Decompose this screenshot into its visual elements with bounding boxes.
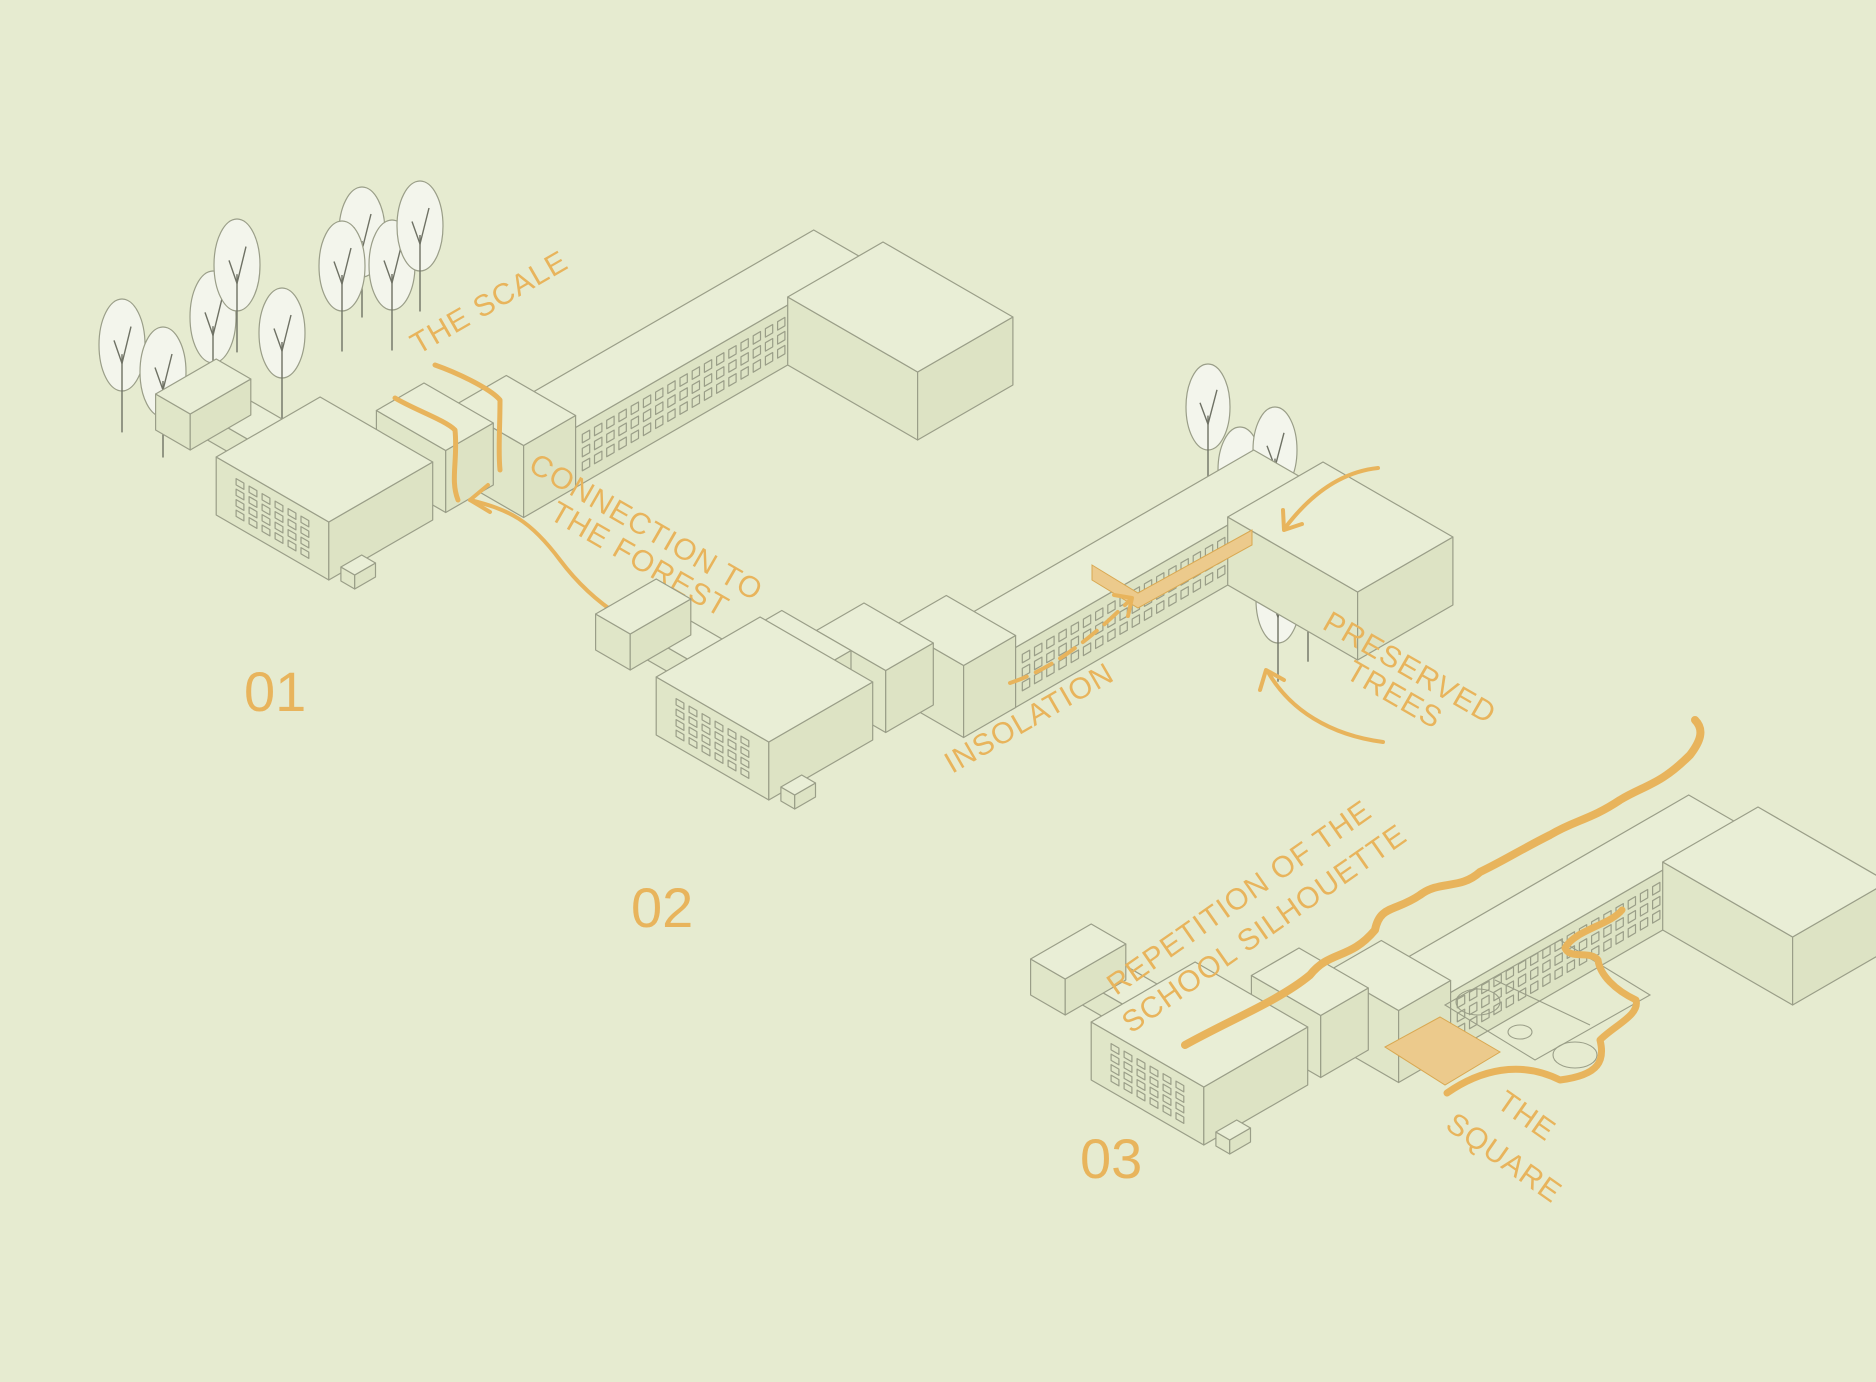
low-wing-end bbox=[155, 358, 252, 451]
step-number-03: 03 bbox=[1080, 1127, 1142, 1190]
insolation-arrow-icon bbox=[1008, 598, 1132, 685]
tree-icon bbox=[318, 220, 366, 352]
silhouette-outline-line bbox=[1181, 716, 1705, 1049]
low-wing-end bbox=[594, 578, 692, 671]
step-number-01: 01 bbox=[244, 660, 306, 723]
scale-marker-line bbox=[432, 362, 503, 473]
window-grid bbox=[235, 478, 310, 560]
low-wing-end bbox=[1029, 923, 1127, 1016]
school-building-01 bbox=[155, 229, 1014, 590]
entrance-canopy bbox=[1215, 1119, 1252, 1155]
insolation-arrowhead-icon bbox=[1112, 593, 1134, 618]
step-number-02: 02 bbox=[631, 876, 693, 939]
forest-trees bbox=[98, 180, 444, 458]
school-building-03 bbox=[1029, 794, 1876, 1155]
entrance-canopy bbox=[340, 554, 377, 590]
window-grid bbox=[1110, 1042, 1185, 1125]
preserved-arrowhead-top-icon bbox=[1281, 508, 1304, 532]
preserved-arrow-bottom-icon bbox=[1266, 670, 1385, 744]
preserved-arrowhead-bottom-icon bbox=[1258, 668, 1286, 692]
scale-marker-line bbox=[392, 395, 461, 503]
sports-court bbox=[1443, 939, 1652, 1069]
tree-icon bbox=[396, 180, 444, 312]
gym-block bbox=[1227, 461, 1454, 661]
preserved-arrow-top-icon bbox=[1283, 466, 1380, 530]
window-grid bbox=[675, 697, 750, 780]
entrance-canopy bbox=[780, 774, 817, 810]
gym-block bbox=[1662, 806, 1876, 1006]
connection-arrowhead-icon bbox=[468, 483, 492, 514]
insolation-highlight bbox=[1091, 529, 1253, 609]
tree-icon bbox=[98, 298, 146, 433]
square-boundary-line bbox=[1443, 906, 1640, 1097]
tree-icon bbox=[258, 287, 306, 419]
the-square-area bbox=[1384, 1016, 1501, 1086]
gym-block bbox=[787, 241, 1014, 441]
step-03-group: REPETITION OF THE SCHOOL SILHOUETTE THE … bbox=[1029, 716, 1876, 1210]
tree-icon bbox=[213, 218, 261, 353]
